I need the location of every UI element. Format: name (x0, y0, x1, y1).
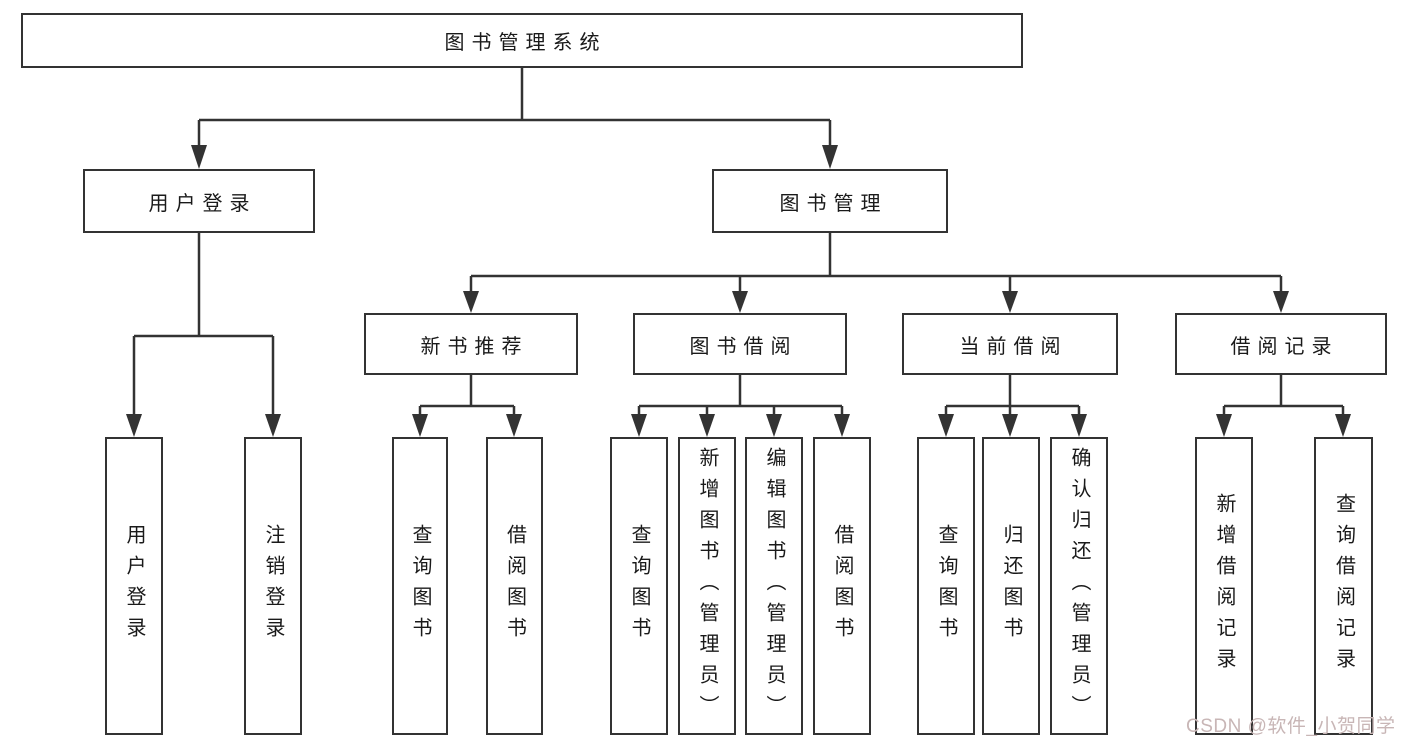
node-book-management: 图书管理 (712, 169, 948, 233)
leaf-newbook-query-books: 查询图书 (392, 437, 448, 735)
leaf-records-query-record: 查询借阅记录 (1314, 437, 1373, 735)
leaf-borrow-edit-books-admin: 编辑图书（管理员） (745, 437, 803, 735)
leaf-borrow-add-books-admin: 新增图书（管理员） (678, 437, 736, 735)
leaf-current-confirm-return-admin: 确认归还（管理员） (1050, 437, 1108, 735)
node-root-system: 图书管理系统 (21, 13, 1023, 68)
node-user-login: 用户登录 (83, 169, 315, 233)
leaf-current-return-books: 归还图书 (982, 437, 1040, 735)
leaf-logout: 注销登录 (244, 437, 302, 735)
leaf-records-add-record: 新增借阅记录 (1195, 437, 1253, 735)
leaf-newbook-borrow-books: 借阅图书 (486, 437, 543, 735)
node-book-borrow: 图书借阅 (633, 313, 847, 375)
node-borrow-records: 借阅记录 (1175, 313, 1387, 375)
leaf-borrow-query-books: 查询图书 (610, 437, 668, 735)
leaf-borrow-borrow-books: 借阅图书 (813, 437, 871, 735)
leaf-user-login: 用户登录 (105, 437, 163, 735)
node-new-book-recommend: 新书推荐 (364, 313, 578, 375)
node-current-borrow: 当前借阅 (902, 313, 1118, 375)
leaf-current-query-books: 查询图书 (917, 437, 975, 735)
csdn-watermark: CSDN @软件_小贺同学 (1186, 716, 1396, 737)
